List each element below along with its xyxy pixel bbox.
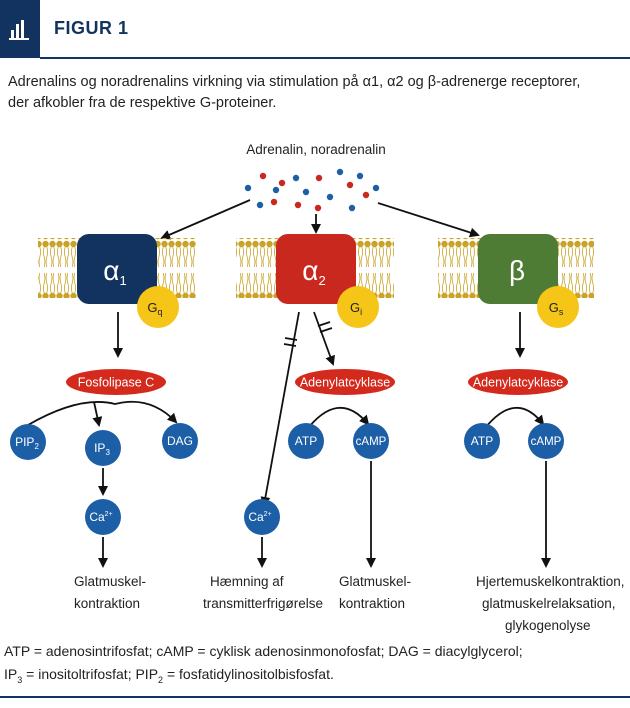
svg-text:Ca2+: Ca2+	[89, 510, 112, 524]
inhibition-mark-ca	[283, 337, 298, 347]
outcome-alpha1-line1: Glatmuskel-	[74, 574, 146, 589]
abbreviations-footnote: ATP = adenosintrifosfat; cAMP = cyklisk …	[4, 640, 624, 692]
svg-text:ATP: ATP	[471, 434, 493, 448]
svg-text:IP3: IP3	[94, 441, 110, 457]
svg-text:Adenylatcyklase: Adenylatcyklase	[473, 376, 563, 390]
node-atp-beta: ATP	[464, 423, 500, 459]
footnote-ip3-sub: 3	[17, 674, 23, 685]
outcome-alpha1-line2: kontraktion	[74, 596, 140, 611]
outcome-alpha2-right-line2: kontraktion	[339, 596, 405, 611]
footnote-pip2-def: = fosfatidylinositolbisfosfat.	[163, 666, 334, 682]
footnote-ip3: IP	[4, 666, 18, 682]
svg-text:cAMP: cAMP	[531, 436, 562, 448]
svg-text:ATP: ATP	[295, 434, 317, 448]
ligand-arrow-beta	[377, 202, 480, 238]
footnote-line-2: IP3 = inositoltrifosfat; PIP2 = fosfatid…	[4, 663, 624, 692]
inhibition-mark-ac	[317, 321, 333, 333]
outcome-alpha2-left-line1: Hæmning af	[210, 574, 284, 589]
footnote-line-1: ATP = adenosintrifosfat; cAMP = cyklisk …	[4, 643, 523, 659]
arrow-pip2-ip3	[92, 401, 103, 427]
figure-caption: Adrenalins og noradrenalins virkning via…	[8, 72, 618, 114]
enzyme-phospholipase-c: Fosfolipase C	[66, 369, 166, 395]
caption-line-1: Adrenalins og noradrenalins virkning via…	[8, 74, 581, 90]
svg-text:Gs: Gs	[549, 300, 564, 317]
footnote-pip2: = inositoltrifosfat; PIP	[22, 666, 159, 682]
svg-text:Adenylatcyklase: Adenylatcyklase	[300, 376, 390, 390]
footnote-pip2-sub: 2	[158, 674, 164, 685]
outcome-beta-line3: glykogenolyse	[505, 618, 591, 633]
figure-title: FIGUR 1	[54, 18, 129, 38]
caption-line-2: der afkobler fra de respektive G-protein…	[8, 95, 277, 111]
arrow-alpha2-ac-inhibited	[313, 311, 335, 366]
receptor-beta: β	[478, 234, 558, 304]
node-ca-alpha2: Ca2+	[244, 499, 280, 535]
adrenergic-receptor-diagram: Adrenalin, noradrenalin α1 Gq α2 Gi β	[10, 142, 625, 633]
node-camp-alpha2: cAMP	[353, 423, 389, 459]
node-ca-alpha1: Ca2+	[85, 499, 121, 535]
figure-header: FIGUR 1	[0, 0, 630, 59]
arrow-pip2-dag	[27, 400, 178, 426]
node-ip3: IP3	[85, 430, 121, 466]
svg-text:Gi: Gi	[350, 300, 362, 317]
node-camp-beta: cAMP	[528, 423, 564, 459]
svg-text:β: β	[509, 255, 525, 286]
bottom-divider	[0, 696, 630, 698]
g-protein-gq: Gq	[137, 286, 179, 328]
svg-text:α2: α2	[302, 255, 325, 288]
bar-chart-icon	[0, 0, 40, 58]
enzyme-adenylatcyklase-beta: Adenylatcyklase	[468, 369, 568, 395]
arrow-alpha2-ca-inhibited	[260, 311, 300, 507]
g-protein-gs: Gs	[537, 286, 579, 328]
outcome-beta-line2: glatmuskelrelaksation,	[482, 596, 616, 611]
svg-text:DAG: DAG	[167, 434, 193, 448]
ligand-arrow-alpha1	[160, 199, 251, 240]
ligand-molecules	[244, 168, 380, 212]
outcome-alpha2-right-line1: Glatmuskel-	[339, 574, 411, 589]
g-protein-gi: Gi	[337, 286, 379, 328]
receptor-alpha1: α1	[77, 234, 157, 304]
svg-text:cAMP: cAMP	[356, 436, 387, 448]
svg-text:Ca2+: Ca2+	[248, 510, 271, 524]
svg-text:α1: α1	[103, 255, 126, 288]
node-atp-alpha2: ATP	[288, 423, 324, 459]
node-pip2: PIP2	[10, 424, 46, 460]
svg-text:Gq: Gq	[147, 300, 162, 317]
receptor-alpha2: α2	[276, 234, 356, 304]
svg-text:PIP2: PIP2	[15, 435, 39, 451]
header-divider	[40, 57, 630, 59]
node-dag: DAG	[162, 423, 198, 459]
outcome-beta-line1: Hjertemuskelkontraktion,	[476, 574, 625, 589]
outcome-alpha2-left-line2: transmitterfrigørelse	[203, 596, 323, 611]
ligand-label: Adrenalin, noradrenalin	[246, 142, 386, 157]
arrow-atp-camp-beta	[481, 407, 545, 433]
svg-text:Fosfolipase C: Fosfolipase C	[78, 376, 154, 390]
enzyme-adenylatcyklase-alpha2: Adenylatcyklase	[295, 369, 395, 395]
